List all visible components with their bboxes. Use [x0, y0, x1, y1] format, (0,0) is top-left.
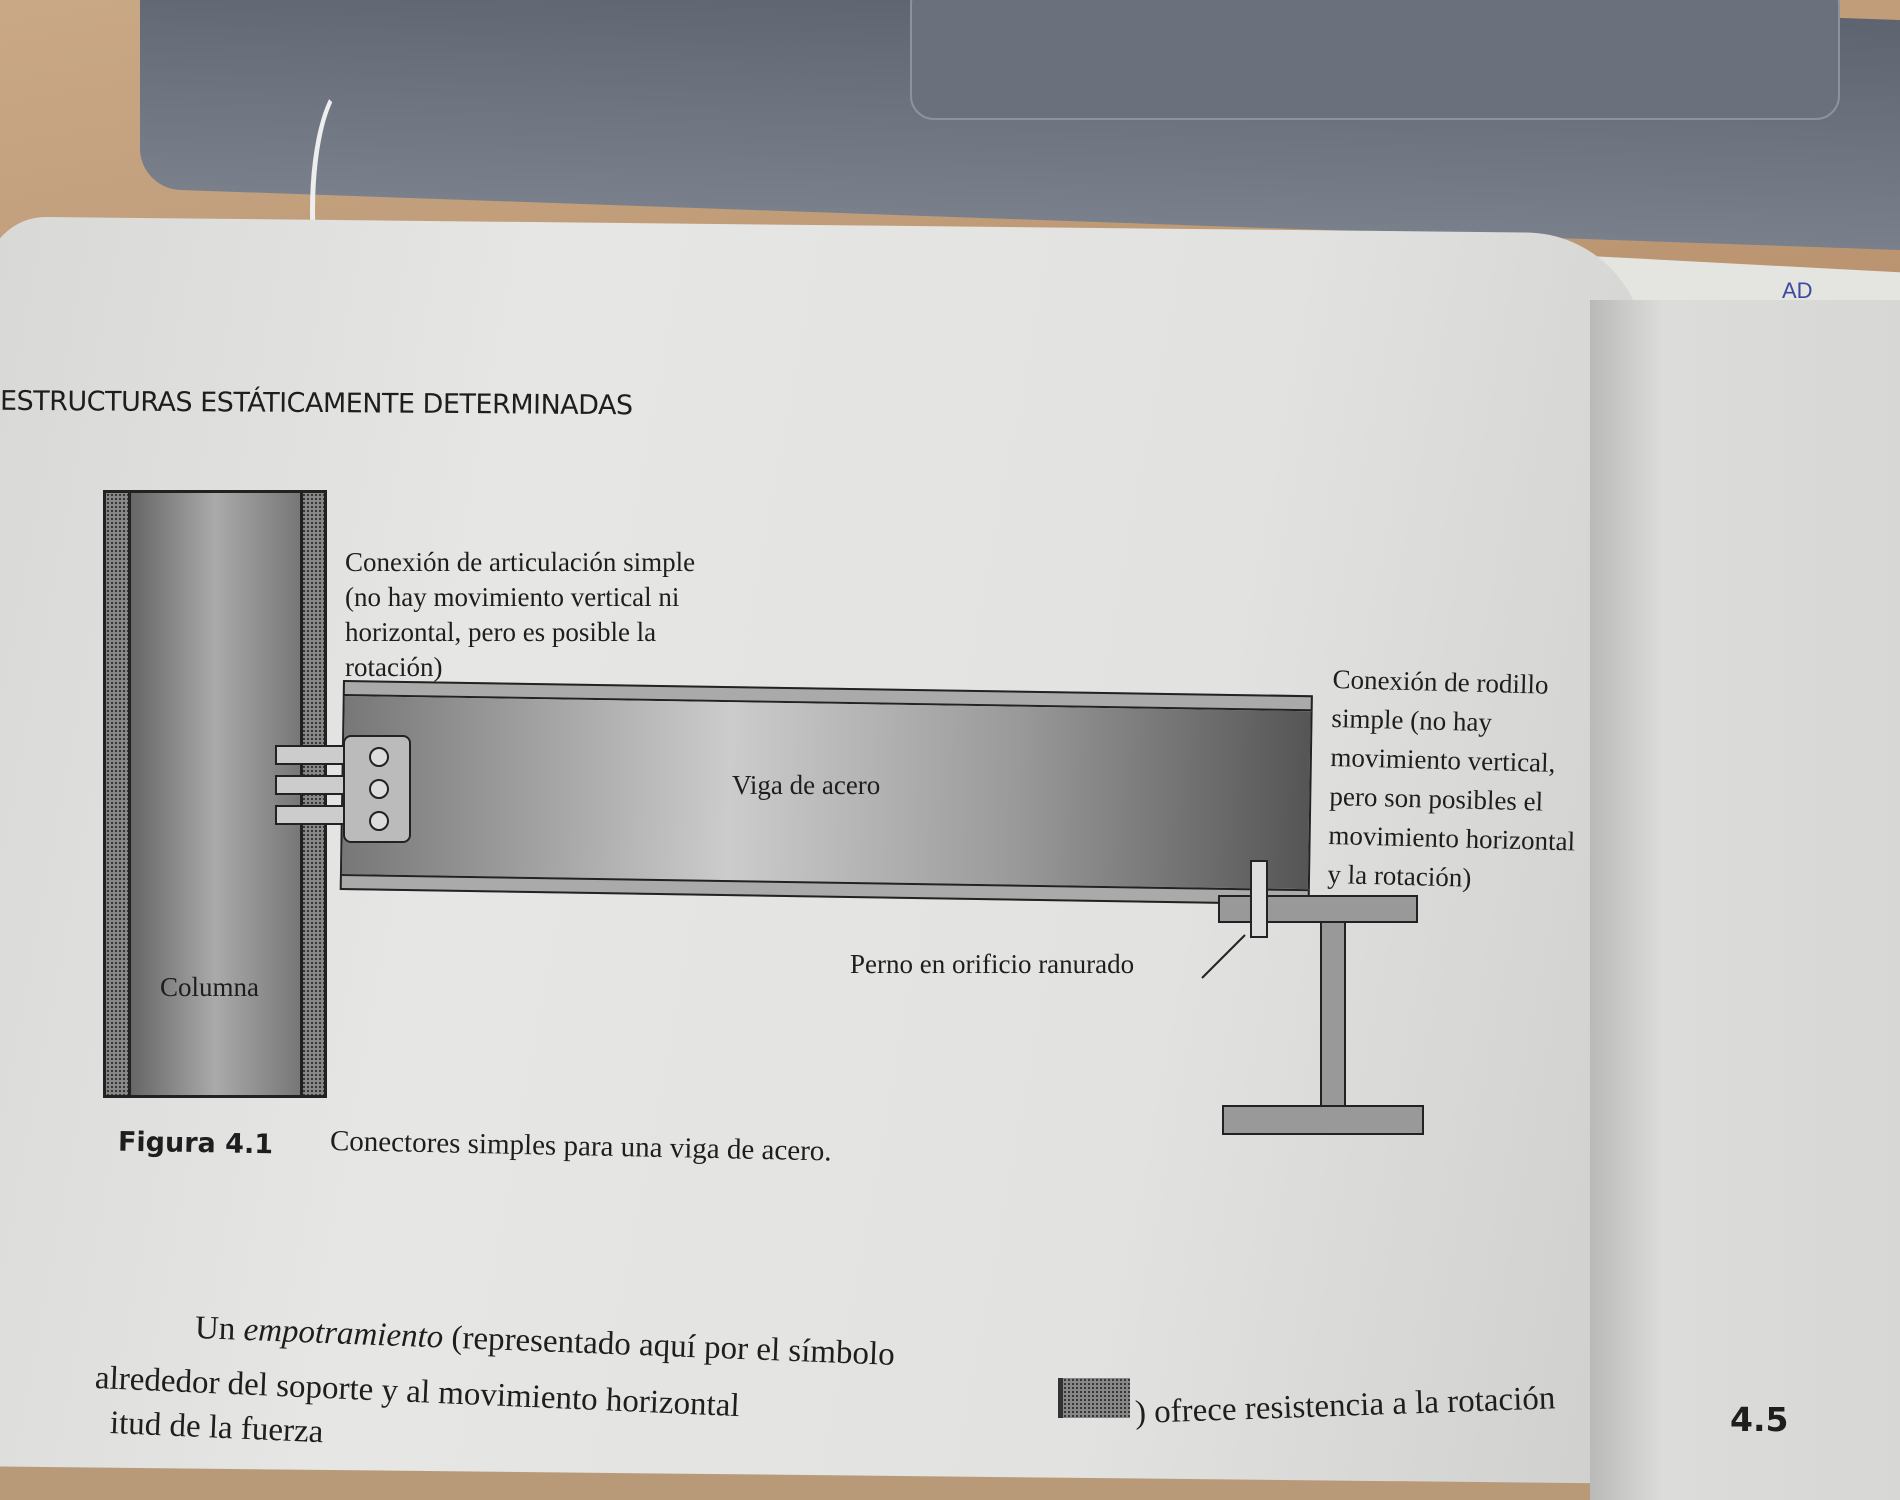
column-label: Columna [160, 972, 259, 1002]
label-line: simple (no hay [1331, 703, 1493, 738]
label-line: pero son posibles el [1329, 780, 1544, 817]
text: Un [194, 1310, 245, 1348]
bolt-hole-icon [369, 811, 389, 831]
label-line: movimiento vertical, [1330, 742, 1556, 778]
label-line: movimiento horizontal [1328, 819, 1576, 857]
bolt-hole-icon [369, 779, 389, 799]
beam-label: Viga de acero [732, 770, 881, 800]
bolt-hole-icon [369, 747, 389, 767]
handwritten-note: AD [1782, 278, 1813, 303]
connection-plate [343, 735, 411, 843]
label-line: Conexión de articulación simple [345, 547, 696, 577]
label-line: rotación) [345, 652, 443, 682]
right-page [1590, 300, 1900, 1500]
roller-connection-label: Conexión de rodillo simple (no hay movim… [1327, 660, 1580, 900]
bolt-label: Perno en orificio ranurado [850, 949, 1135, 979]
slotted-bolt-icon [1250, 860, 1268, 938]
support-top-flange [1218, 895, 1418, 923]
cable [310, 80, 390, 340]
fixed-support-symbol-icon [1058, 1378, 1130, 1418]
label-line: y la rotación) [1327, 858, 1472, 893]
pin-connection-label: Conexión de articulación simple (no hay … [345, 545, 695, 685]
support-web [1320, 921, 1346, 1107]
next-section-number: 4.5 [1730, 1400, 1789, 1439]
emphasis-term: empotramiento [242, 1311, 444, 1356]
laptop-trackpad [910, 0, 1840, 120]
column-diagram [103, 490, 327, 1098]
leader-line [1201, 934, 1246, 979]
running-head: ESTRUCTURAS ESTÁTICAMENTE DETERMINADAS [0, 385, 633, 422]
support-bottom-flange [1222, 1105, 1424, 1135]
label-line: Conexión de rodillo [1332, 664, 1549, 700]
column-web [128, 493, 303, 1095]
figure-number: Figura 4.1 [117, 1126, 274, 1161]
label-line: horizontal, pero es posible la [345, 617, 657, 647]
label-line: (no hay movimiento vertical ni [345, 582, 680, 612]
